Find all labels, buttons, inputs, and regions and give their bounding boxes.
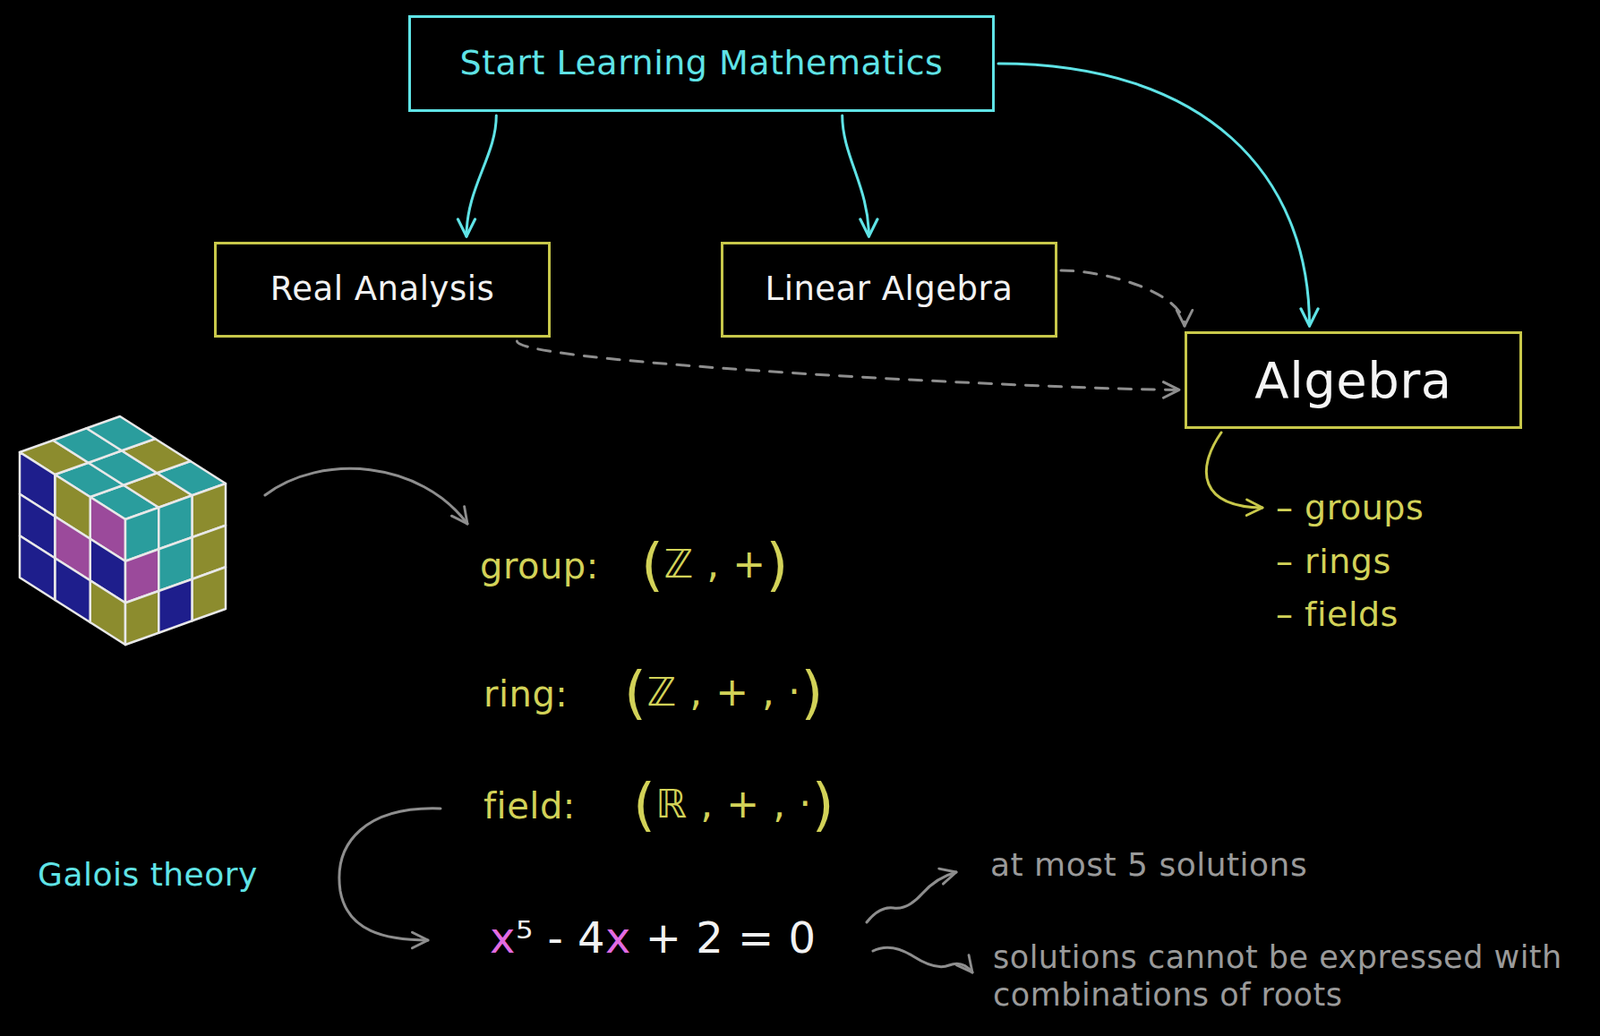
parenthesis: (	[641, 531, 664, 599]
cube-facet	[86, 416, 156, 451]
cube-facet	[192, 566, 226, 621]
cube-facet	[90, 580, 126, 645]
connector-arrow	[842, 115, 870, 237]
connector-arrow	[466, 115, 497, 237]
variable: x	[489, 912, 516, 963]
cube-facet	[125, 590, 159, 645]
parenthesis: )	[812, 771, 835, 839]
box-label: Linear Algebra	[765, 269, 1014, 309]
rubiks-cube	[19, 416, 226, 645]
parenthesis: )	[801, 659, 824, 727]
list-item: – rings	[1275, 541, 1392, 583]
equation: x⁵ - 4x + 2 = 0	[489, 912, 817, 965]
box-label: Real Analysis	[270, 269, 495, 309]
connector-arrow	[516, 341, 1180, 390]
parenthesis: (	[633, 771, 656, 839]
leader-arrow	[265, 468, 468, 524]
leader-arrow	[866, 872, 957, 923]
leader-arrow	[872, 947, 973, 973]
structure-notation: (ℤ , + , ·)	[624, 665, 824, 723]
topic-box: Linear Algebra	[720, 241, 1058, 338]
leader-arrow	[339, 808, 441, 941]
box-label: Algebra	[1254, 350, 1452, 411]
list-item: – groups	[1275, 487, 1424, 530]
cube-facet	[158, 579, 192, 634]
structure-name: group:	[479, 544, 599, 588]
parenthesis: (	[624, 659, 647, 727]
parenthesis: )	[766, 531, 789, 599]
connector-arrow	[1060, 270, 1185, 326]
leader-arrow	[1206, 432, 1263, 508]
cube-facet	[54, 557, 90, 623]
structure-notation: (ℤ , +)	[641, 537, 789, 595]
topic-note: Galois theory	[37, 855, 258, 894]
target-box: Algebra	[1184, 331, 1523, 429]
topic-box: Real Analysis	[213, 241, 551, 338]
start-box: Start Learning Mathematics	[408, 15, 995, 112]
variable: x	[605, 912, 632, 963]
annotation: solutions cannot be expressed with combi…	[992, 938, 1595, 1014]
cube-facet	[19, 535, 55, 600]
structure-notation: (ℝ , + , ·)	[633, 777, 835, 835]
structure-name: ring:	[483, 672, 568, 716]
structure-name: field:	[483, 784, 576, 828]
box-label: Start Learning Mathematics	[460, 42, 944, 85]
list-item: – fields	[1275, 594, 1399, 636]
annotation: at most 5 solutions	[990, 845, 1308, 884]
